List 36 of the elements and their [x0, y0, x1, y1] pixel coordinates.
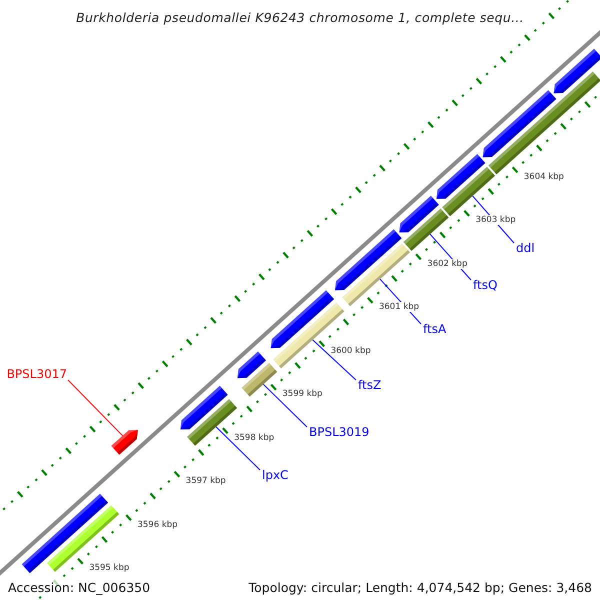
gene-label: BPSL3019	[309, 426, 370, 439]
gene-feature	[22, 494, 108, 574]
gene-feature	[436, 154, 486, 199]
gene-label: ddl	[516, 242, 535, 255]
scale-label: 3600 kbp	[330, 346, 371, 356]
gene-label: BPSL3017	[6, 368, 67, 381]
scale-label: 3603 kbp	[476, 215, 516, 226]
gene-bar	[242, 362, 278, 397]
scale-label: 3598 kbp	[234, 432, 274, 443]
gene-feature	[111, 430, 138, 455]
leader-line	[262, 384, 308, 428]
leader-line	[312, 339, 356, 380]
scale-label: 3604 kbp	[524, 172, 564, 182]
gene-feature	[554, 48, 600, 94]
scale-label: 3596 kbp	[137, 520, 178, 530]
gene-bar	[403, 208, 449, 251]
gene-feature	[482, 90, 556, 158]
gene-label: ftsQ	[473, 279, 498, 292]
gene-bar	[442, 166, 495, 216]
leader-line	[68, 380, 124, 436]
gene-feature	[237, 352, 266, 378]
scale-label: 3595 kbp	[89, 563, 130, 574]
gene-feature	[180, 386, 228, 430]
gene-label: ftsZ	[358, 379, 382, 392]
map-title: Burkholderia pseudomallei K96243 chromosome 1, complete sequ...	[75, 10, 525, 26]
scale-label: 3601 kbp	[378, 302, 420, 312]
gene-label: ftsA	[423, 323, 446, 336]
scale-label: 3597 kbp	[186, 476, 226, 486]
gene-bar	[488, 72, 600, 174]
leader-line	[216, 426, 260, 470]
gene-feature	[270, 290, 334, 348]
gene-feature	[334, 229, 402, 290]
scale-label: 3602 kbp	[427, 258, 468, 269]
gene-feature	[399, 196, 439, 232]
gene-label: lpxC	[262, 469, 288, 482]
scale-label: 3599 kbp	[282, 389, 322, 400]
